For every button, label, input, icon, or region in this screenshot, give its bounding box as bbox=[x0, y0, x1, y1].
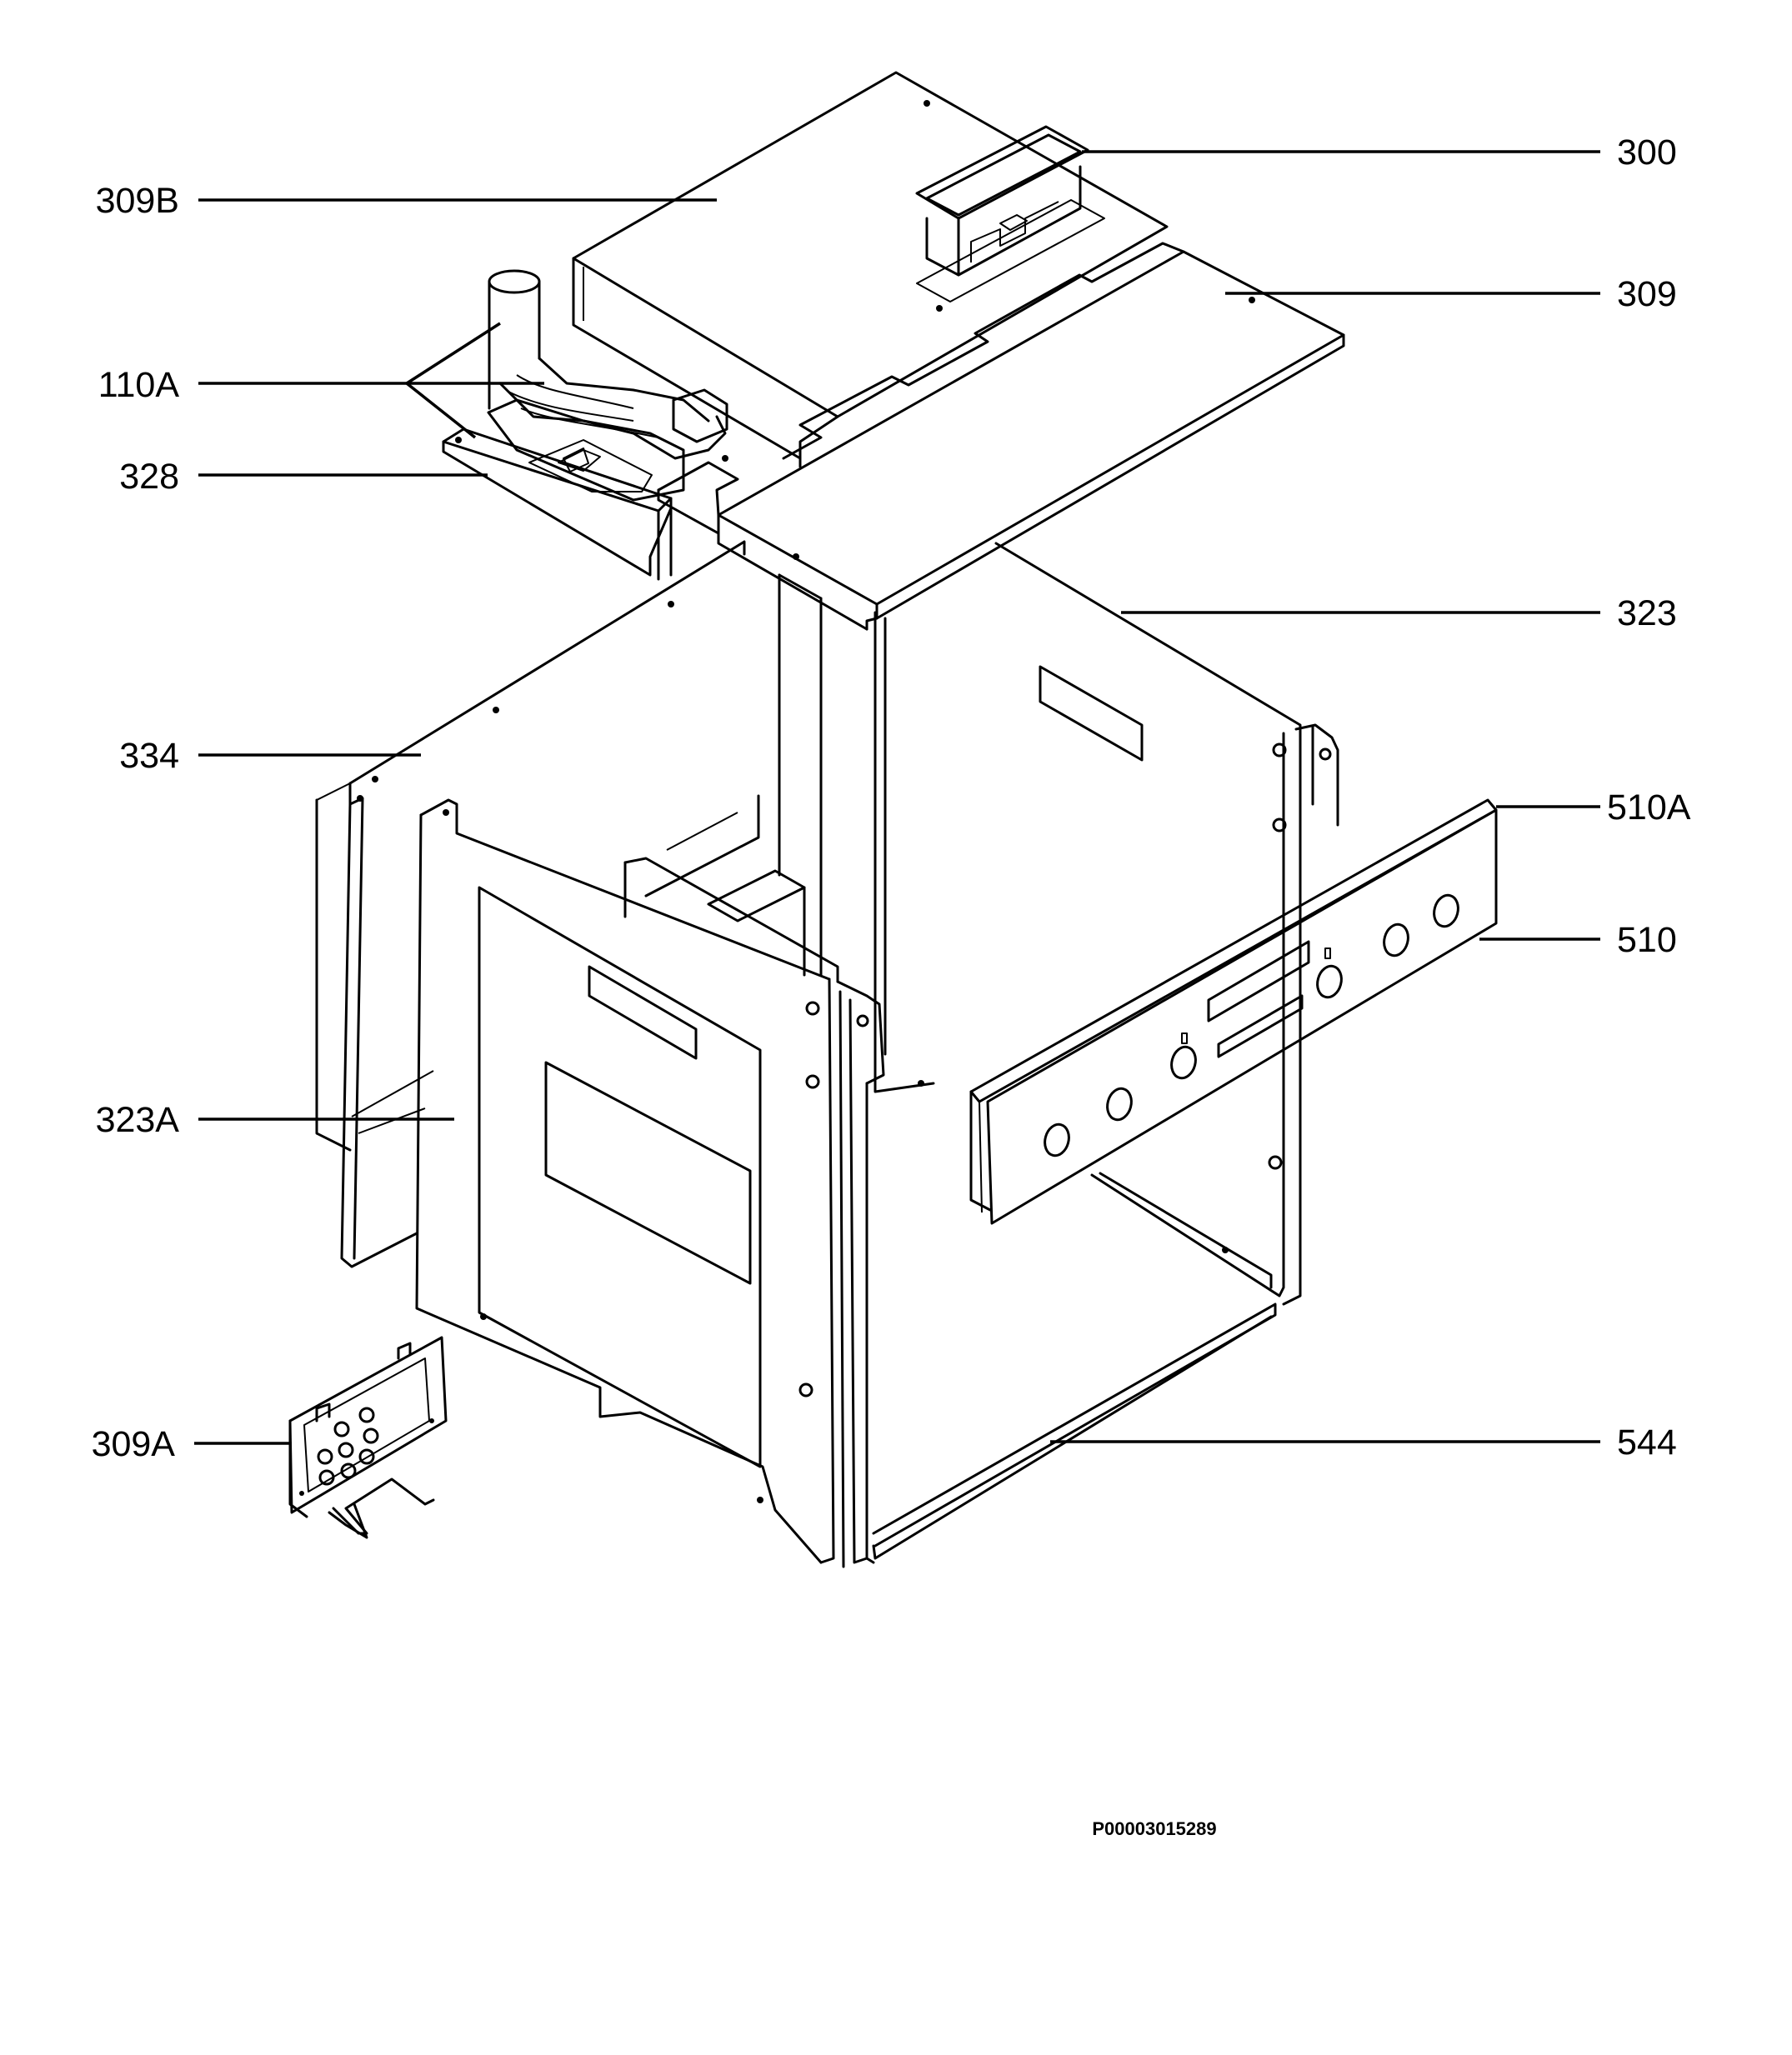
callout-309B: 309B bbox=[96, 181, 179, 221]
callout-309: 309 bbox=[1617, 274, 1677, 314]
leader-lines bbox=[194, 150, 1600, 1445]
leader-110A-branch-a bbox=[406, 322, 501, 385]
callout-510A: 510A bbox=[1607, 788, 1691, 828]
leader-110A-branch-b bbox=[405, 382, 477, 439]
callout-323A: 323A bbox=[96, 1100, 180, 1140]
part-544-bottom-rail bbox=[872, 1172, 1277, 1560]
callout-323: 323 bbox=[1617, 593, 1677, 633]
drawing-code: P00003015289 bbox=[1092, 1818, 1216, 1839]
part-510-control-panel bbox=[969, 798, 1498, 1225]
part-328-bracket-plate bbox=[442, 428, 673, 581]
callout-510: 510 bbox=[1617, 920, 1677, 960]
callout-309A: 309A bbox=[92, 1424, 176, 1464]
rear-inner-frame bbox=[644, 573, 823, 977]
part-309B-top-cover bbox=[572, 71, 1169, 468]
part-110A-duct-assembly bbox=[487, 269, 728, 502]
callout-328: 328 bbox=[119, 457, 179, 497]
part-300-vent-box bbox=[915, 125, 1105, 302]
callout-110A: 110A bbox=[98, 365, 180, 405]
callout-labels: 309B 110A 328 334 323A 309A 300 309 323 … bbox=[92, 132, 1691, 1464]
part-309A-small-bracket bbox=[288, 1336, 448, 1539]
part-323A-left-front-panel bbox=[415, 798, 885, 1568]
callout-300: 300 bbox=[1617, 132, 1677, 172]
part-334-left-side-panel bbox=[315, 540, 746, 1268]
part-309-front-top-panel bbox=[657, 242, 1345, 631]
callout-544: 544 bbox=[1617, 1422, 1677, 1462]
callout-334: 334 bbox=[119, 736, 179, 776]
